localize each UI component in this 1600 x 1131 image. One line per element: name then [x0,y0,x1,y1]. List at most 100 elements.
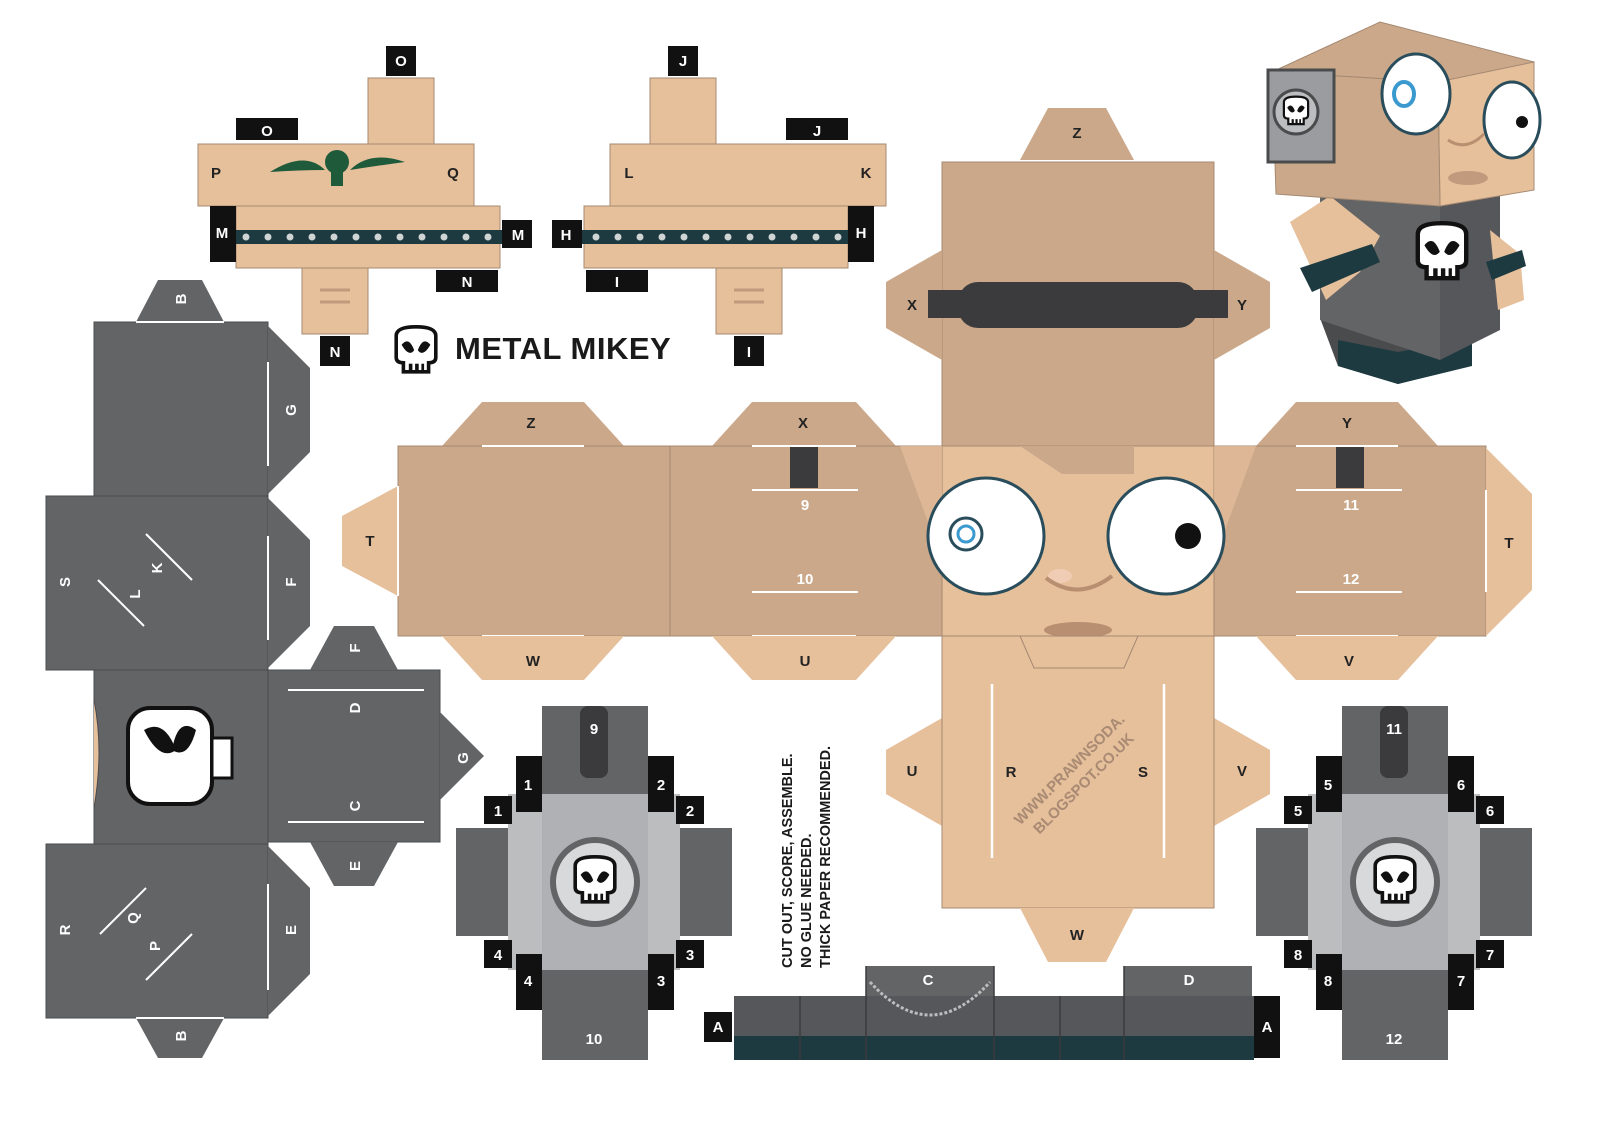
tab-label-e-bottom: E [347,861,364,871]
title-block: METAL MIKEY [394,324,671,374]
tab-label-m-left: M [216,225,229,242]
tab-label-x-side: X [907,297,917,314]
tab-label-v-side: V [1237,763,1247,780]
tab-label-e: E [283,925,300,935]
tab-label-l-slot: L [127,589,144,598]
leg-tab-7a: 7 [1486,947,1494,964]
leg-label-12: 12 [1386,1031,1403,1048]
leg-tab-4b: 4 [524,973,533,990]
tab-label-b-top: B [173,293,190,304]
belt-rivets [242,233,492,241]
leg-label-10: 10 [586,1031,603,1048]
tab-label-g: G [283,404,300,416]
slot-number-10: 10 [797,571,814,588]
tab-label-k-slot: K [149,562,166,573]
tab-label-i-b: I [747,344,751,361]
tab-label-l: L [624,165,633,182]
tab-label-n-b: N [330,344,341,361]
skull-logo-icon [394,324,438,374]
tab-label-p: P [211,165,221,182]
leg-tab-6a: 6 [1457,777,1465,794]
leg-tab-4a: 4 [494,947,503,964]
tab-label-r: R [57,924,74,935]
leg-tab-5a: 5 [1324,777,1332,794]
belt-rivets [592,233,842,241]
skull-headphone-icon [1282,95,1310,126]
tab-label-c: C [347,800,364,811]
tab-label-v: V [1344,653,1354,670]
base-tab-d: D [1184,972,1195,989]
right-arm-piece: J J L K H H I I [552,46,887,366]
leg-tab-5b: 5 [1294,803,1302,820]
left-arm-piece: O O P Q M M N N [197,46,532,366]
tab-label-d: D [347,702,364,713]
tab-label-s-slot: S [1138,764,1148,781]
left-leg-piece: 9 1 1 2 2 4 4 3 3 10 [456,706,732,1060]
tab-label-n-a: N [462,274,473,291]
instruction-line-2: NO GLUE NEEDED. [799,833,815,968]
leg-label-11: 11 [1386,721,1402,738]
tab-label-f-top: F [347,643,364,652]
tab-label-g-side: G [455,752,472,764]
tab-label-k: K [861,165,872,182]
tab-label-h-right: H [856,225,867,242]
leg-tab-3a: 3 [686,947,694,964]
tab-label-j-strip: J [813,123,821,140]
tab-label-w: W [526,653,541,670]
leg-tab-7b: 7 [1457,973,1465,990]
slot-number-9: 9 [801,497,809,514]
base-tab-a-left: A [713,1019,724,1036]
tab-label-z-top: Z [1072,125,1081,142]
tab-label-t-left: T [365,533,374,550]
tab-label-i-a: I [615,274,619,291]
assembled-figure-preview [1266,21,1542,384]
tab-label-f: F [283,577,300,586]
leg-tab-2b: 2 [686,803,694,820]
tab-label-u-side: U [907,763,918,780]
head-piece: WWW.PRAWNSODA. BLOGSPOT.CO.UK Z X Y Z X … [342,108,1532,962]
base-tab-c: C [923,972,934,989]
tab-label-h-left: H [561,227,572,244]
tab-label-q: Q [447,165,459,182]
tab-label-s: S [57,577,74,587]
leg-label-9: 9 [590,721,598,738]
right-leg-piece: 11 5 5 6 6 8 8 7 7 12 [1256,706,1532,1060]
skull-badge-icon [1373,854,1417,904]
base-tab-a-right: A [1262,1019,1273,1036]
tab-label-x: X [798,415,808,432]
leg-tab-3b: 3 [657,973,665,990]
leg-tab-8a: 8 [1294,947,1302,964]
instructions-block: CUT OUT, SCORE, ASSEMBLE. NO GLUE NEEDED… [780,746,834,968]
tab-label-u: U [800,653,811,670]
tab-label-o-strip: O [261,123,273,140]
torso-piece: B G F S K L F D C G E R Q P E B [45,280,484,1058]
leg-tab-1b: 1 [494,803,502,820]
tab-label-y-side: Y [1237,297,1247,314]
tab-label-y: Y [1342,415,1352,432]
tab-label-t-right: T [1504,535,1513,552]
skull-tattoo [270,150,405,186]
tab-label-z: Z [526,415,535,432]
tab-label-b-bottom: B [173,1030,190,1041]
waist-strip-piece: A A C D [704,966,1280,1060]
skull-badge-icon [573,854,617,904]
tab-label-m-right: M [512,227,525,244]
tab-label-q-slot: Q [125,912,142,924]
tab-label-p-slot: P [147,941,164,951]
leg-tab-1a: 1 [524,777,532,794]
slot-number-12: 12 [1343,571,1360,588]
leg-tab-2a: 2 [657,777,665,794]
instruction-line-3: THICK PAPER RECOMMENDED. [818,746,834,968]
leg-tab-8b: 8 [1324,973,1332,990]
leg-tab-6b: 6 [1486,803,1494,820]
tab-label-w-bottom: W [1070,927,1085,944]
page-title: METAL MIKEY [455,331,671,366]
slot-number-11: 11 [1343,497,1359,514]
tab-label-j: J [679,53,687,70]
tab-label-r-slot: R [1006,764,1017,781]
face [926,476,1226,638]
skull-shirt-icon [1418,223,1466,278]
instruction-line-1: CUT OUT, SCORE, ASSEMBLE. [780,753,796,968]
tab-label-o: O [395,53,407,70]
